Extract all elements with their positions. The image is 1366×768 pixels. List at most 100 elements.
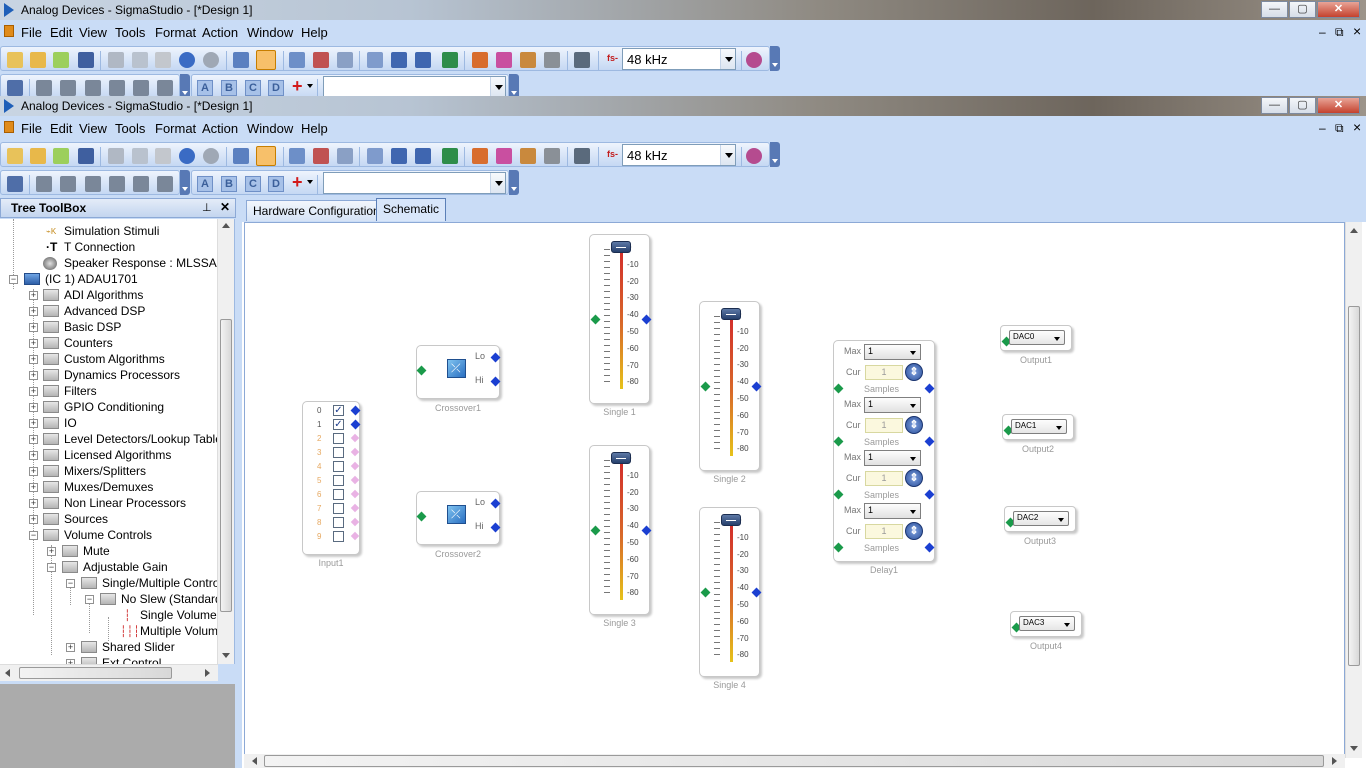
- copy-page-icon[interactable]: [367, 52, 383, 68]
- expand-icon[interactable]: +: [29, 434, 38, 444]
- tree-item-level-detectors[interactable]: +Level Detectors/Lookup Tables: [29, 432, 228, 446]
- open-project-icon[interactable]: [53, 148, 69, 164]
- scroll-right-icon[interactable]: [1332, 757, 1337, 765]
- tree-item-speaker-response[interactable]: Speaker Response : MLSSA: [0, 255, 230, 271]
- canvas-vertical-scrollbar[interactable]: [1345, 222, 1362, 758]
- output-pin[interactable]: [924, 383, 935, 394]
- link-compile-download-icon[interactable]: [496, 148, 512, 164]
- output-pin[interactable]: [350, 503, 360, 513]
- tree-item-shared-slider[interactable]: +Shared Slider: [66, 640, 175, 654]
- output-pin[interactable]: [490, 498, 501, 509]
- output4-block[interactable]: DAC3: [1010, 611, 1082, 637]
- output-pin[interactable]: [350, 475, 360, 485]
- tab-schematic[interactable]: Schematic: [376, 198, 447, 221]
- expand-icon[interactable]: +: [29, 386, 38, 396]
- close-button[interactable]: ✕: [1317, 1, 1360, 18]
- tree-horizontal-scrollbar[interactable]: [0, 664, 218, 681]
- dac-select[interactable]: DAC0: [1009, 330, 1065, 345]
- format-b-button[interactable]: B: [221, 176, 237, 192]
- format-d-button[interactable]: D: [268, 176, 284, 192]
- maximize-button[interactable]: ▢: [1289, 1, 1316, 18]
- tree-item-ic1[interactable]: − (IC 1) ADAU1701: [9, 272, 138, 286]
- menu-file[interactable]: File: [21, 25, 42, 40]
- stack-icon[interactable]: [415, 52, 431, 68]
- chevron-down-icon[interactable]: [720, 49, 735, 69]
- menu-view[interactable]: View: [79, 25, 107, 40]
- output-pin[interactable]: [350, 419, 361, 430]
- align-left-icon[interactable]: [36, 176, 52, 192]
- collapse-icon[interactable]: −: [47, 562, 56, 572]
- mdi-minimize-button[interactable]: –: [1319, 121, 1326, 135]
- redo-icon[interactable]: [203, 52, 219, 68]
- align-icon[interactable]: [7, 176, 23, 192]
- slider-thumb[interactable]: [721, 514, 741, 526]
- expand-icon[interactable]: +: [29, 322, 38, 332]
- output1-block[interactable]: DAC0: [1000, 325, 1072, 351]
- mdi-restore-button[interactable]: ⧉: [1335, 25, 1344, 39]
- expand-icon[interactable]: +: [29, 354, 38, 364]
- crossover2-block[interactable]: ⤫ Lo Hi: [416, 491, 501, 545]
- chevron-down-icon[interactable]: [720, 145, 735, 165]
- slider-thumb[interactable]: [721, 308, 741, 320]
- input-pin[interactable]: [833, 489, 844, 500]
- align-icon[interactable]: [7, 80, 23, 96]
- output-pin[interactable]: [350, 433, 360, 443]
- delay-knob-icon[interactable]: ⇕: [905, 363, 923, 381]
- delay-max-select[interactable]: 1: [864, 397, 921, 413]
- scroll-up-icon[interactable]: [1350, 228, 1358, 233]
- format-c-button[interactable]: C: [245, 80, 261, 96]
- tree-item-non-linear-processors[interactable]: +Non Linear Processors: [29, 496, 187, 510]
- undo-icon[interactable]: [179, 52, 195, 68]
- minimize-button[interactable]: —: [1261, 97, 1288, 114]
- tree-item-mute[interactable]: +Mute: [47, 544, 110, 558]
- layout-3-icon[interactable]: [337, 52, 353, 68]
- tree-item-multiple-volume[interactable]: ┆┆┆Multiple Volume: [120, 624, 225, 638]
- single4-slider-block[interactable]: 0-10-20-30-40-50-60-70-80: [699, 507, 762, 677]
- menu-help[interactable]: Help: [301, 25, 328, 40]
- menu-window[interactable]: Window: [247, 121, 294, 136]
- output-pin[interactable]: [350, 517, 360, 527]
- align-center-icon[interactable]: [60, 80, 76, 96]
- collapse-icon[interactable]: −: [66, 578, 75, 588]
- settings-icon[interactable]: [746, 148, 762, 164]
- delay-knob-icon[interactable]: ⇕: [905, 522, 923, 540]
- scroll-thumb[interactable]: [220, 319, 232, 612]
- single2-slider-block[interactable]: 0-10-20-30-40-50-60-70-80: [699, 301, 762, 471]
- input-channel-checkbox[interactable]: [333, 433, 344, 444]
- output-pin[interactable]: [924, 436, 935, 447]
- menu-view[interactable]: View: [79, 121, 107, 136]
- cut-icon[interactable]: [108, 148, 124, 164]
- chevron-down-icon[interactable]: [490, 173, 505, 193]
- mdi-close-button[interactable]: ×: [1353, 23, 1362, 39]
- compile-icon[interactable]: [472, 52, 488, 68]
- tree-item-custom-algorithms[interactable]: +Custom Algorithms: [29, 352, 165, 366]
- menu-help[interactable]: Help: [301, 121, 328, 136]
- document-icon[interactable]: [4, 121, 14, 133]
- settings-icon[interactable]: [746, 52, 762, 68]
- align-top-icon[interactable]: [109, 80, 125, 96]
- scroll-left-icon[interactable]: [5, 669, 10, 677]
- export-icon[interactable]: [544, 148, 560, 164]
- document-icon[interactable]: [4, 25, 14, 37]
- menu-file[interactable]: File: [21, 121, 42, 136]
- chevron-down-icon[interactable]: [307, 84, 313, 88]
- save-icon[interactable]: [78, 148, 94, 164]
- tree-item-single-volume[interactable]: ┆Single Volume: [124, 608, 217, 622]
- single1-slider-block[interactable]: 0-10-20-30-40-50-60-70-80: [589, 234, 652, 404]
- slider-track[interactable]: [730, 314, 733, 456]
- slider-thumb[interactable]: [611, 241, 631, 253]
- compile-icon[interactable]: [472, 148, 488, 164]
- input-pin[interactable]: [590, 525, 601, 536]
- input-channel-checkbox[interactable]: [333, 503, 344, 514]
- copy-page-icon[interactable]: [367, 148, 383, 164]
- tree-item-adjustable-gain[interactable]: −Adjustable Gain: [47, 560, 168, 574]
- toolbar-grip[interactable]: [509, 170, 519, 195]
- delay-max-select[interactable]: 1: [864, 503, 921, 519]
- panel-close-button[interactable]: ✕: [220, 200, 231, 214]
- dac-select[interactable]: DAC1: [1011, 419, 1067, 434]
- delay-knob-icon[interactable]: ⇕: [905, 416, 923, 434]
- close-button[interactable]: ✕: [1317, 97, 1360, 114]
- copy-icon[interactable]: [132, 52, 148, 68]
